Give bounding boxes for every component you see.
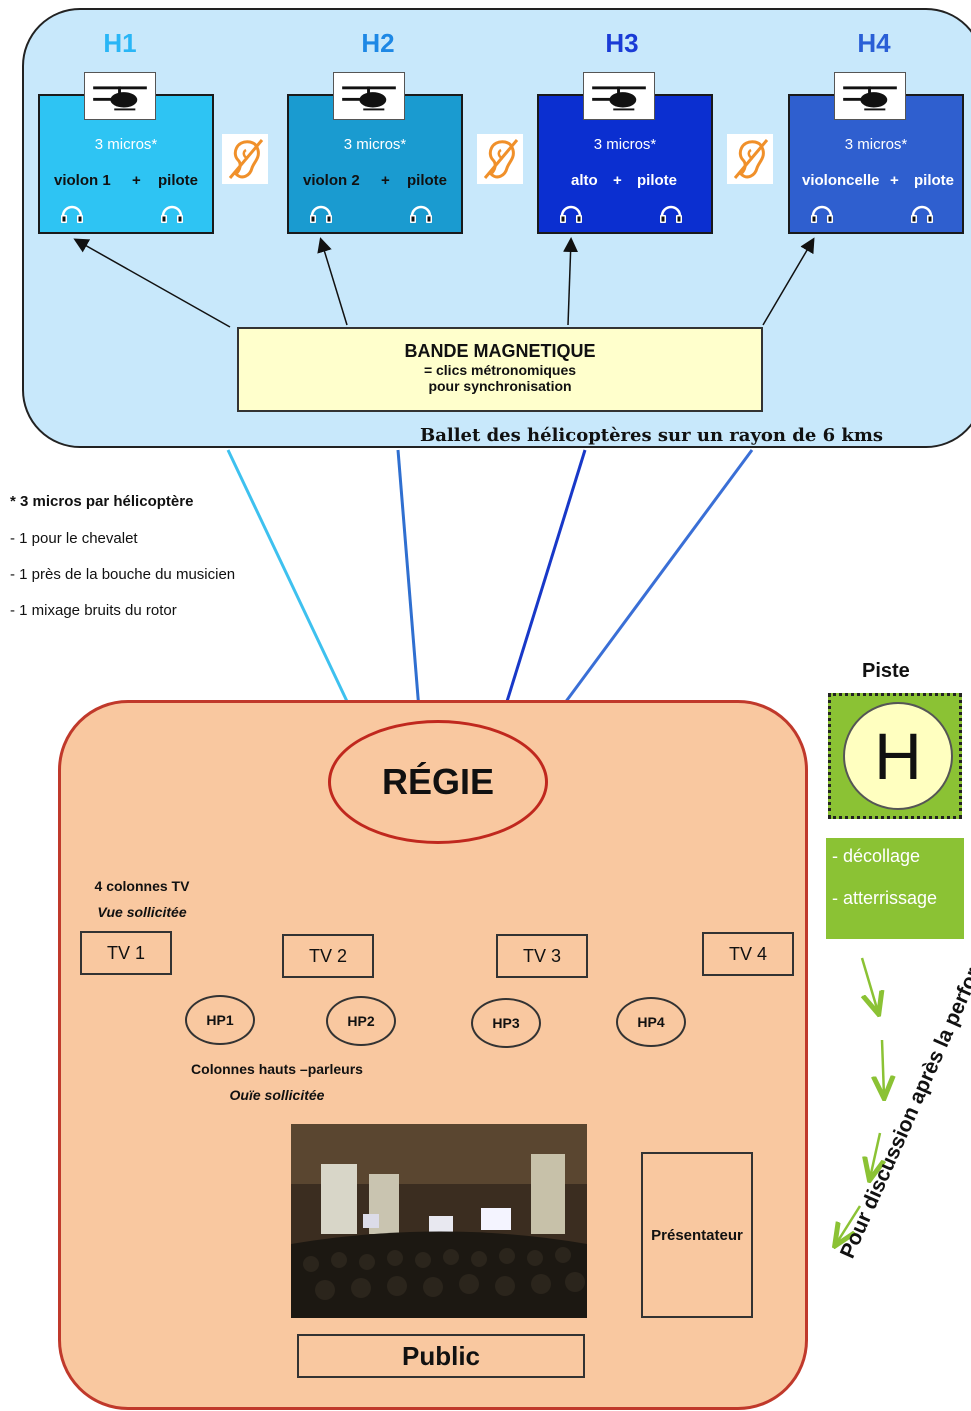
helicopter-icon <box>834 72 906 120</box>
green-arrow-2 <box>882 1039 884 1096</box>
bande-magnetique-box: BANDE MAGNETIQUE = clics métronomiques p… <box>237 327 763 412</box>
action-decollage: - décollage <box>832 846 921 866</box>
tv-2: TV 2 <box>282 934 374 978</box>
tv-1: TV 1 <box>80 931 172 975</box>
helicopter-icon <box>333 72 405 120</box>
headphones-icon <box>61 205 83 223</box>
musician-label: violon 2 <box>303 172 360 189</box>
speaker-hp2: HP2 <box>326 996 396 1046</box>
plus-sign: + <box>132 172 141 189</box>
plus-sign: + <box>381 172 390 189</box>
arrow-to-h1 <box>73 238 231 328</box>
h3-title: H3 <box>605 28 639 58</box>
headphones-icon <box>161 205 183 223</box>
h4-title: H4 <box>857 28 891 58</box>
piste-actions: - décollage - atterrissage <box>826 838 964 939</box>
tv-caption-title: 4 colonnes TV <box>94 878 190 894</box>
notes-item: - 1 mixage bruits du rotor <box>10 602 177 619</box>
ear-icon <box>222 134 268 184</box>
pilot-label: pilote <box>407 172 447 189</box>
helipad: H <box>828 693 962 819</box>
tv-4: TV 4 <box>702 932 794 976</box>
arrow-to-h3 <box>563 237 579 326</box>
headphones-icon <box>410 205 432 223</box>
notes-title: * 3 micros par hélicoptère <box>10 493 194 510</box>
public-box: Public <box>297 1334 585 1378</box>
headphones-icon <box>811 205 833 223</box>
ear-icon <box>727 134 773 184</box>
headphones-icon <box>911 205 933 223</box>
headphones-icon <box>310 205 332 223</box>
plus-sign: + <box>613 172 622 189</box>
hp-caption-subtitle: Ouïe sollicitée <box>229 1087 325 1103</box>
link-h4-regie <box>534 449 754 743</box>
pilot-label: pilote <box>914 172 954 189</box>
helicopter-box-h1: 3 micros* violon 1 + pilote <box>38 94 214 234</box>
notes-item: - 1 pour le chevalet <box>10 530 138 547</box>
speaker-hp4: HP4 <box>616 997 686 1047</box>
musician-label: alto <box>571 172 598 189</box>
green-arrow-3 <box>870 1132 880 1178</box>
helicopter-icon <box>583 72 655 120</box>
h2-title: H2 <box>361 28 395 58</box>
musician-label: violoncelle <box>802 172 880 189</box>
speaker-hp1: HP1 <box>185 995 255 1045</box>
headphones-icon <box>560 205 582 223</box>
headphones-icon <box>660 205 682 223</box>
link-h3-regie <box>498 449 587 725</box>
audience-photo <box>291 1124 587 1318</box>
pilot-label: pilote <box>158 172 198 189</box>
micros-label: 3 micros* <box>844 136 908 153</box>
piste-label: Piste <box>862 660 910 682</box>
presentateur-box: Présentateur <box>641 1152 753 1318</box>
hp-caption-title: Colonnes hauts –parleurs <box>191 1061 363 1077</box>
arrow-to-h4 <box>762 237 815 326</box>
arrow-to-h2 <box>317 237 348 326</box>
bande-line1: = clics métronomiques <box>423 362 577 378</box>
green-arrow-1 <box>860 957 878 1012</box>
tv-caption-subtitle: Vue sollicitée <box>97 904 187 920</box>
speaker-hp3: HP3 <box>471 998 541 1048</box>
action-atterrissage: - atterrissage <box>832 888 938 908</box>
plus-sign: + <box>890 172 899 189</box>
bande-title: BANDE MAGNETIQUE <box>404 341 596 361</box>
h1-title: H1 <box>103 28 137 58</box>
regie-ellipse: RÉGIE <box>328 720 548 844</box>
pilot-label: pilote <box>637 172 677 189</box>
micros-label: 3 micros* <box>94 136 158 153</box>
ballet-caption: Ballet des hélicoptères sur un rayon de … <box>420 425 884 446</box>
tv-3: TV 3 <box>496 934 588 978</box>
helipad-circle: H <box>843 702 953 810</box>
musician-label: violon 1 <box>54 172 111 189</box>
helicopter-icon <box>84 72 156 120</box>
link-h1-regie <box>226 449 364 734</box>
notes-item: - 1 près de la bouche du musicien <box>10 566 236 583</box>
micros-label: 3 micros* <box>593 136 657 153</box>
bande-line2: pour synchronisation <box>428 378 572 394</box>
ear-icon <box>477 134 523 184</box>
link-h2-regie <box>396 449 422 723</box>
green-arrow-4 <box>836 1205 862 1244</box>
micros-label: 3 micros* <box>343 136 407 153</box>
